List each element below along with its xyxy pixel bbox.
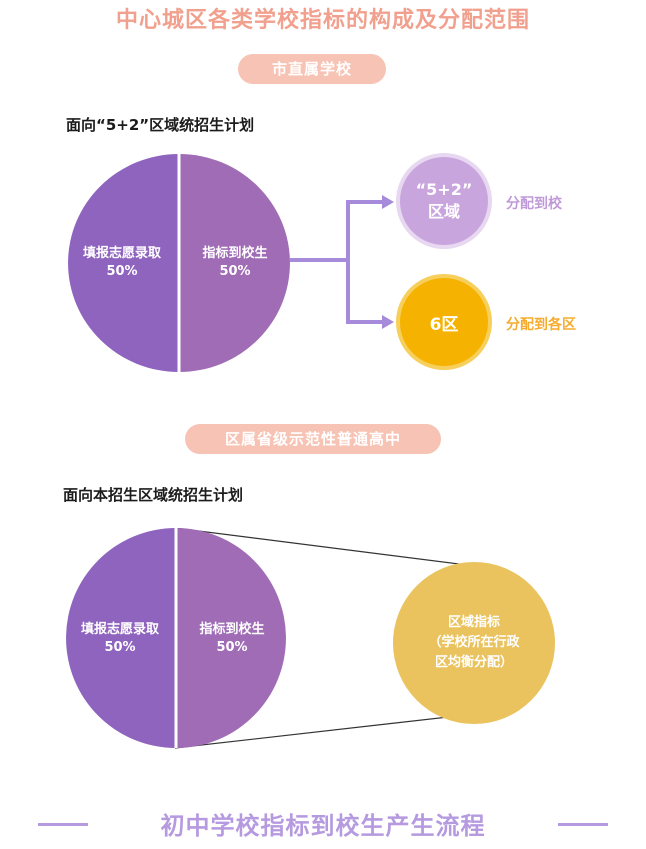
section1-left-label-percent: 50% xyxy=(106,264,138,279)
section2-right-label-percent: 50% xyxy=(216,640,248,655)
footer-title: 初中学校指标到校生产生流程 xyxy=(160,812,486,840)
section1-left-label: 填报志愿录取 50% xyxy=(72,245,172,281)
section1-pie-chart xyxy=(68,154,290,372)
assign-to-school-label: 分配到校 xyxy=(506,196,562,212)
section2-right-label-text: 指标到校生 xyxy=(199,622,265,637)
quota-bubble-line3: 区均衡分配） xyxy=(434,655,513,670)
section2-pie-slice-left xyxy=(66,528,176,748)
region-bubble-line2: 区域 xyxy=(427,202,460,221)
section1-pill: 市直属学校 xyxy=(238,54,386,84)
section1-right-label: 指标到校生 50% xyxy=(185,245,285,281)
region-bubble-line1: “5+2” xyxy=(415,180,473,199)
section1-pie-slice-right xyxy=(179,154,290,372)
region-5plus2-bubble: “5+2” 区域 xyxy=(400,157,488,245)
section1-pie-slice-left xyxy=(68,154,179,372)
section2-pill: 区属省级示范性普通高中 xyxy=(185,424,441,454)
section2-right-label: 指标到校生 50% xyxy=(182,621,282,657)
section1-left-label-text: 填报志愿录取 xyxy=(82,246,161,261)
section2-left-label-text: 填报志愿录取 xyxy=(80,622,159,637)
regional-quota-bubble: 区域指标 （学校所在行政 区均衡分配） xyxy=(393,562,555,724)
section1-right-label-percent: 50% xyxy=(219,264,251,279)
section2-left-label: 填报志愿录取 50% xyxy=(70,621,170,657)
footer-dash-right xyxy=(558,823,608,826)
section1-right-label-text: 指标到校生 xyxy=(202,246,268,261)
section2-pie-chart xyxy=(66,528,286,748)
quota-bubble-line1: 区域指标 xyxy=(447,615,500,630)
section2-subtitle: 面向本招生区域统招生计划 xyxy=(63,486,244,504)
quota-bubble-line2: （学校所在行政 xyxy=(428,635,520,650)
assign-to-districts-label: 分配到各区 xyxy=(506,317,576,333)
six-districts-bubble: 6区 xyxy=(400,278,488,366)
page-title: 中心城区各类学校指标的构成及分配范围 xyxy=(115,8,530,33)
footer-dash-left xyxy=(38,823,88,826)
section2-left-label-percent: 50% xyxy=(104,640,136,655)
section1-subtitle: 面向“5+2”区域统招生计划 xyxy=(66,116,255,134)
section2-pie-slice-right xyxy=(176,528,286,748)
branch-arrow xyxy=(290,195,394,329)
